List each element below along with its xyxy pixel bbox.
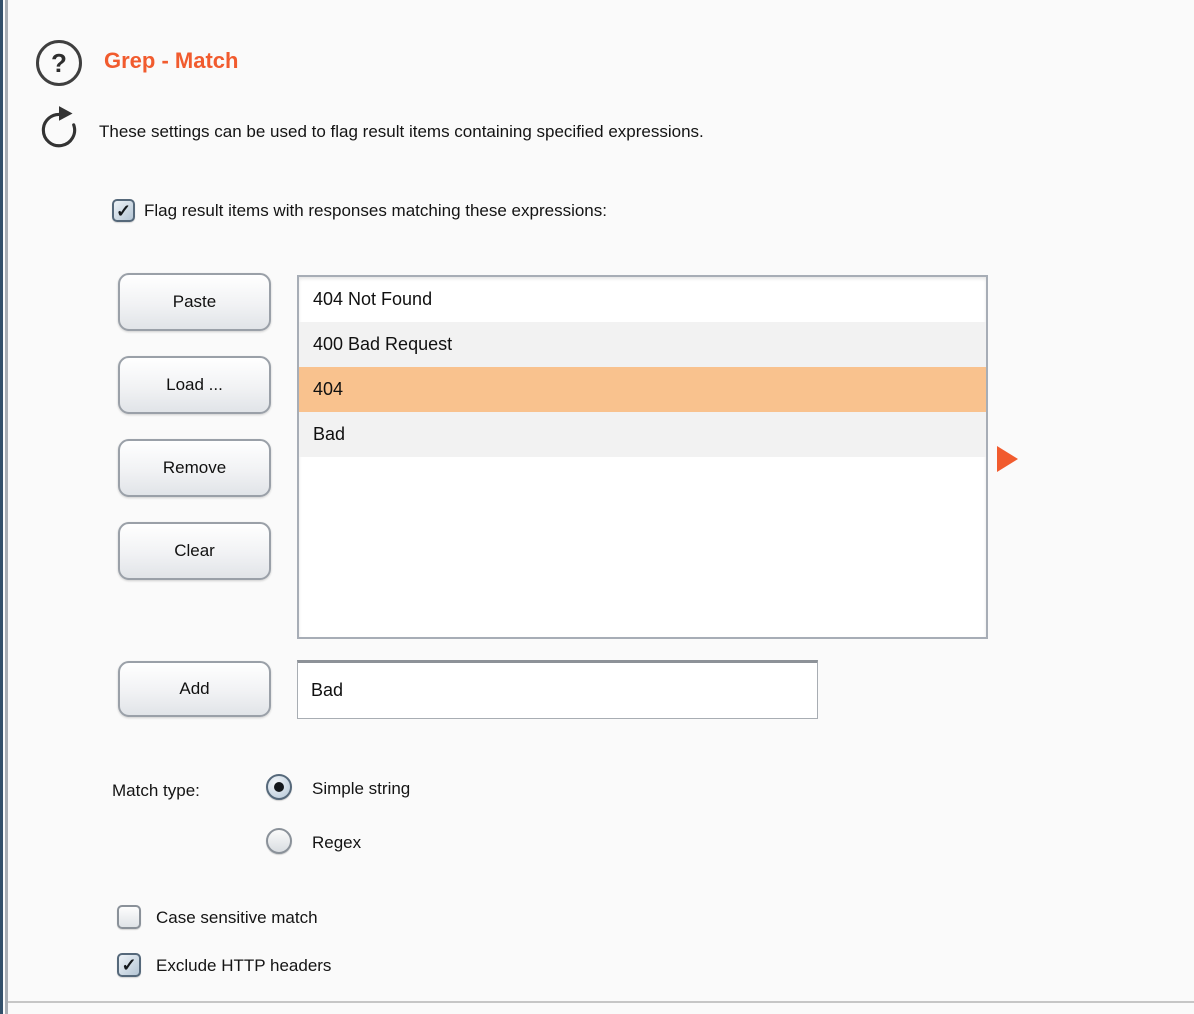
page-title: Grep - Match (104, 48, 239, 73)
add-expression-input[interactable] (297, 660, 818, 719)
case-sensitive-checkbox[interactable]: ✓ (117, 905, 141, 929)
match-type-radio-simple-string[interactable] (266, 774, 292, 800)
load-button[interactable]: Load ... (118, 356, 271, 414)
panel-left-edge-gray (5, 0, 8, 1014)
checkmark-icon: ✓ (115, 200, 132, 221)
radio-dot (274, 782, 284, 792)
panel-description: These settings can be used to flag resul… (99, 122, 704, 141)
exclude-http-headers-label: Exclude HTTP headers (156, 956, 332, 975)
flag-results-label: Flag result items with responses matchin… (144, 201, 607, 220)
refresh-icon[interactable] (34, 102, 84, 152)
case-sensitive-label: Case sensitive match (156, 908, 318, 927)
match-type-label: Match type: (112, 781, 200, 800)
match-type-regex-label: Regex (312, 833, 362, 852)
expression-list-item[interactable]: 404 Not Found (313, 289, 433, 309)
add-button[interactable]: Add (118, 661, 271, 717)
panel-bottom-divider (8, 1001, 1194, 1003)
match-type-simple-string-label: Simple string (312, 779, 411, 798)
expression-list-item[interactable]: 400 Bad Request (299, 322, 986, 367)
selected-item-arrow-icon (997, 446, 1018, 472)
paste-button[interactable]: Paste (118, 273, 271, 331)
help-icon-glyph: ? (51, 47, 67, 78)
flag-results-checkbox[interactable]: ✓ (112, 199, 135, 222)
panel-left-edge-dark (0, 0, 3, 1014)
remove-button[interactable]: Remove (118, 439, 271, 497)
expression-list[interactable]: 404 Not Found 400 Bad Request 404 Bad (297, 275, 988, 639)
exclude-http-headers-checkbox[interactable]: ✓ (117, 953, 141, 977)
clear-button[interactable]: Clear (118, 522, 271, 580)
help-icon[interactable]: ? (36, 40, 82, 86)
expression-list-item[interactable]: 404 (299, 367, 986, 412)
expression-list-item[interactable]: Bad (299, 412, 986, 457)
checkmark-icon: ✓ (121, 955, 137, 975)
match-type-radio-regex[interactable] (266, 828, 292, 854)
panel-left-edge-light (3, 0, 5, 1014)
